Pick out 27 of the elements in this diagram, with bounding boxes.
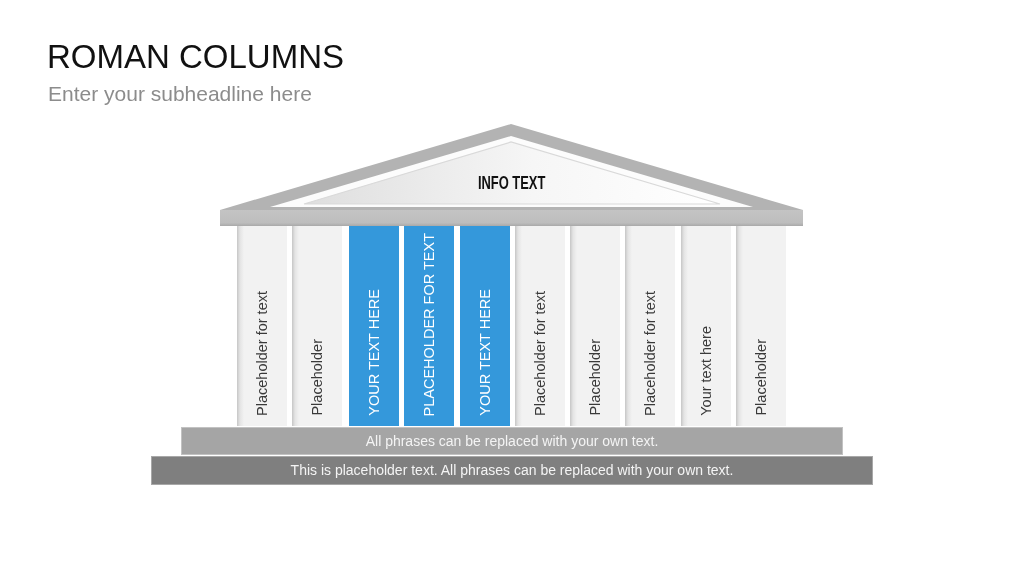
step-text: All phrases can be replaced with your own text. — [365, 432, 659, 450]
slide-subtitle: Enter your subheadline here — [48, 81, 312, 107]
column-text: Placeholder — [308, 339, 326, 416]
column-pillar — [237, 226, 287, 426]
step-text: This is placeholder text. All phrases can be replaced with your own text. — [290, 462, 734, 479]
column-text: Placeholder for text — [253, 291, 271, 416]
column-text: Placeholder — [752, 339, 770, 416]
column-pillar — [681, 226, 731, 426]
column-pillar — [404, 226, 454, 426]
column-pillar — [515, 226, 565, 426]
column-text: Placeholder for text — [641, 291, 659, 416]
column-pillar — [570, 226, 620, 426]
column-text: Placeholder for text — [531, 291, 549, 416]
slide-title: ROMAN COLUMNS — [47, 37, 345, 77]
column-text: Placeholder — [586, 339, 604, 416]
column-text: PLACEHOLDER FOR TEXT — [420, 232, 438, 416]
column-text: Your text here — [697, 326, 715, 416]
column-pillar — [292, 226, 342, 426]
column-text: YOUR TEXT HERE — [365, 289, 383, 416]
column-pillar — [349, 226, 399, 426]
base-step — [181, 427, 843, 455]
column-pillar — [736, 226, 786, 426]
column-pillar — [460, 226, 510, 426]
column-pillar — [625, 226, 675, 426]
column-text: YOUR TEXT HERE — [476, 289, 494, 416]
pediment-heading: INFO TEXT — [477, 172, 546, 194]
base-step — [151, 456, 873, 485]
